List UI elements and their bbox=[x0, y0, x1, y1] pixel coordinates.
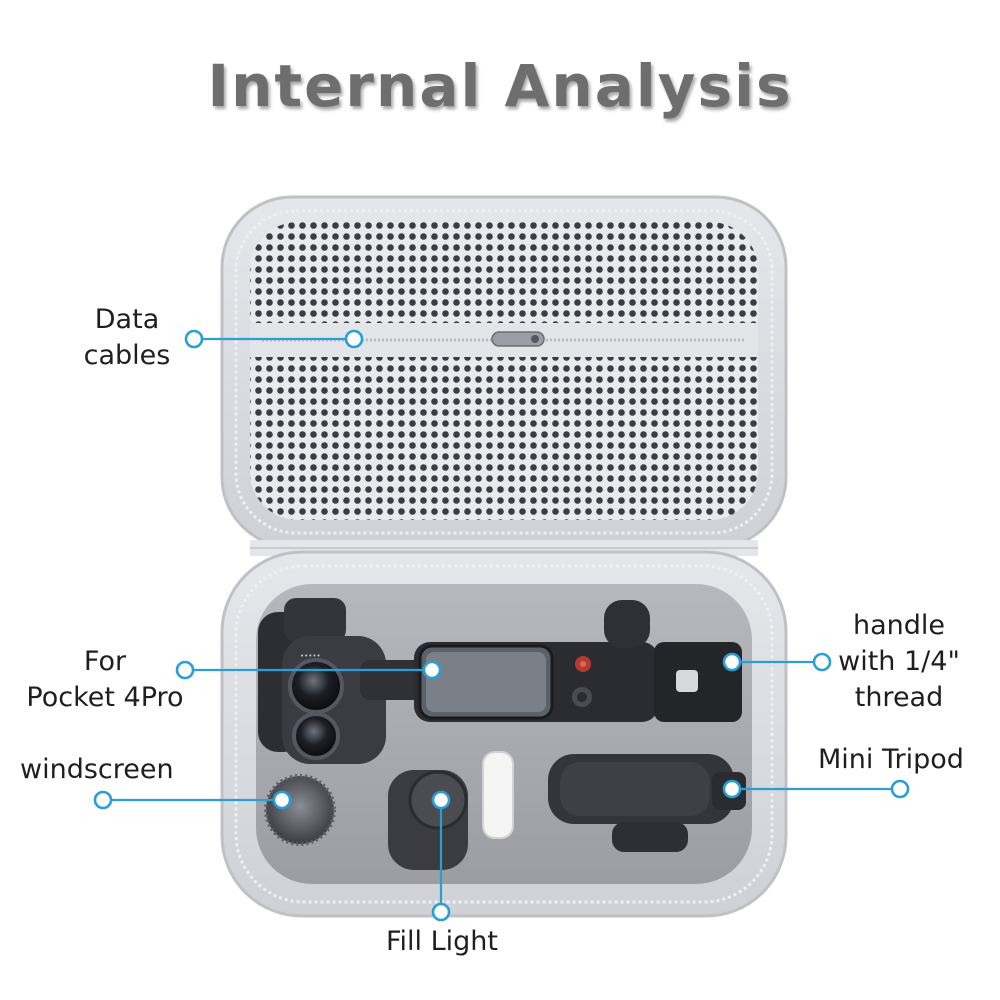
label-mini-tripod: Mini Tripod bbox=[818, 744, 964, 775]
label-handle: handle with 1/4" thread bbox=[838, 610, 960, 713]
label-fill-light: Fill Light bbox=[385, 926, 499, 957]
pocket-camera: ••••• bbox=[258, 598, 658, 764]
case-lid bbox=[220, 195, 788, 549]
callouts bbox=[93, 329, 910, 922]
label-data-cables: Data cables bbox=[83, 304, 171, 371]
handle bbox=[604, 600, 742, 722]
mini-tripod bbox=[548, 754, 746, 852]
windscreen-fur bbox=[264, 774, 336, 846]
page-title: Internal Analysis bbox=[207, 52, 793, 120]
label-pocket: For Pocket 4Pro bbox=[26, 646, 184, 713]
label-windscreen: windscreen bbox=[20, 754, 174, 785]
svg-text:•••••: ••••• bbox=[300, 652, 321, 660]
